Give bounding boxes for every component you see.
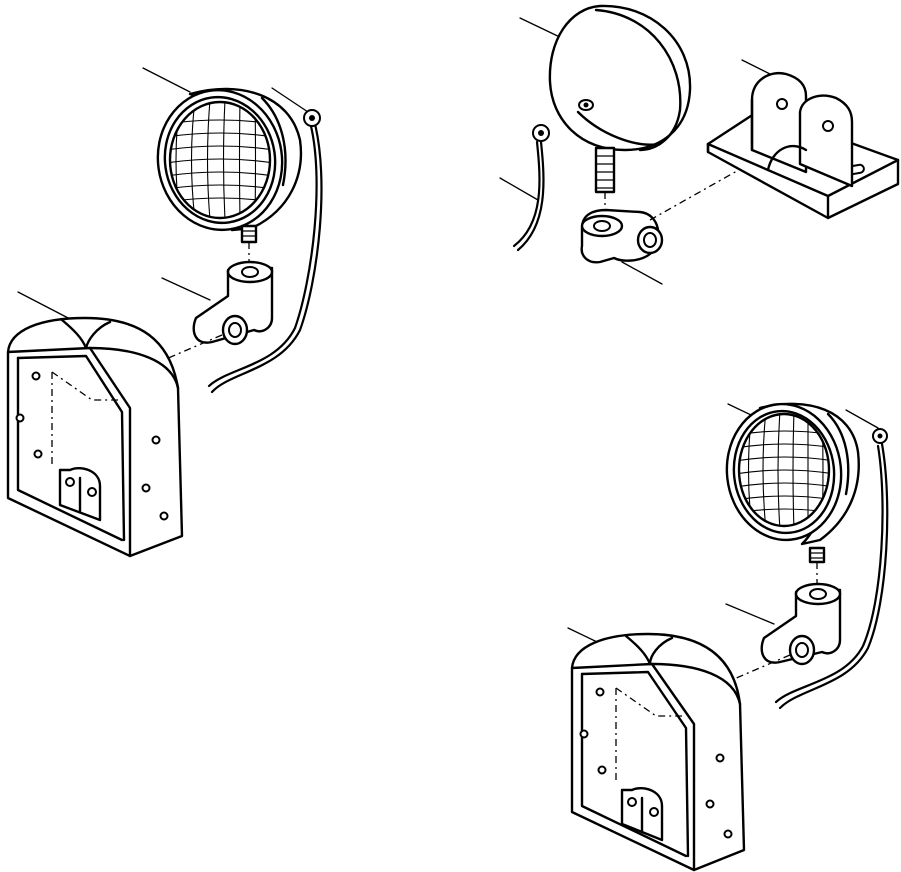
rivet [141,483,151,493]
swivel-bracket [580,208,664,264]
leader-line-wire-tr [499,177,539,201]
rivet [33,449,43,459]
right-assembly [567,402,889,872]
leader-line-lamp [142,67,191,93]
lamp-wire-right [774,428,889,710]
work-lamp-rear [548,4,692,194]
leader-line-wire [271,87,309,113]
leader-line-bracket-r [725,603,775,625]
rivet [597,765,607,775]
work-lamp-right [725,402,860,564]
rivet [31,371,41,381]
rivet [151,435,161,445]
left-assembly [6,67,323,558]
rivet [715,753,725,763]
rivet [723,829,733,839]
lamp-guard-left [6,316,184,558]
leader-line-wire-r [845,409,879,429]
rivet [579,729,589,739]
top-right-assembly [499,4,900,285]
lamp-wire-left [207,109,323,394]
lamp-wire-top-right [512,124,550,252]
rivet [15,413,25,423]
leader-line-swivel [621,261,663,285]
leader-line-guard [17,291,73,321]
base-bracket [706,71,900,220]
rivet [705,799,715,809]
lamp-mount-bracket-left [192,260,274,346]
rivet [159,511,169,521]
rivet [595,687,605,697]
lamp-guard-right [570,632,746,872]
lamp-mount-bracket-right [760,582,842,666]
work-lamp-left [156,87,303,244]
leader-line-bracket [161,277,211,301]
